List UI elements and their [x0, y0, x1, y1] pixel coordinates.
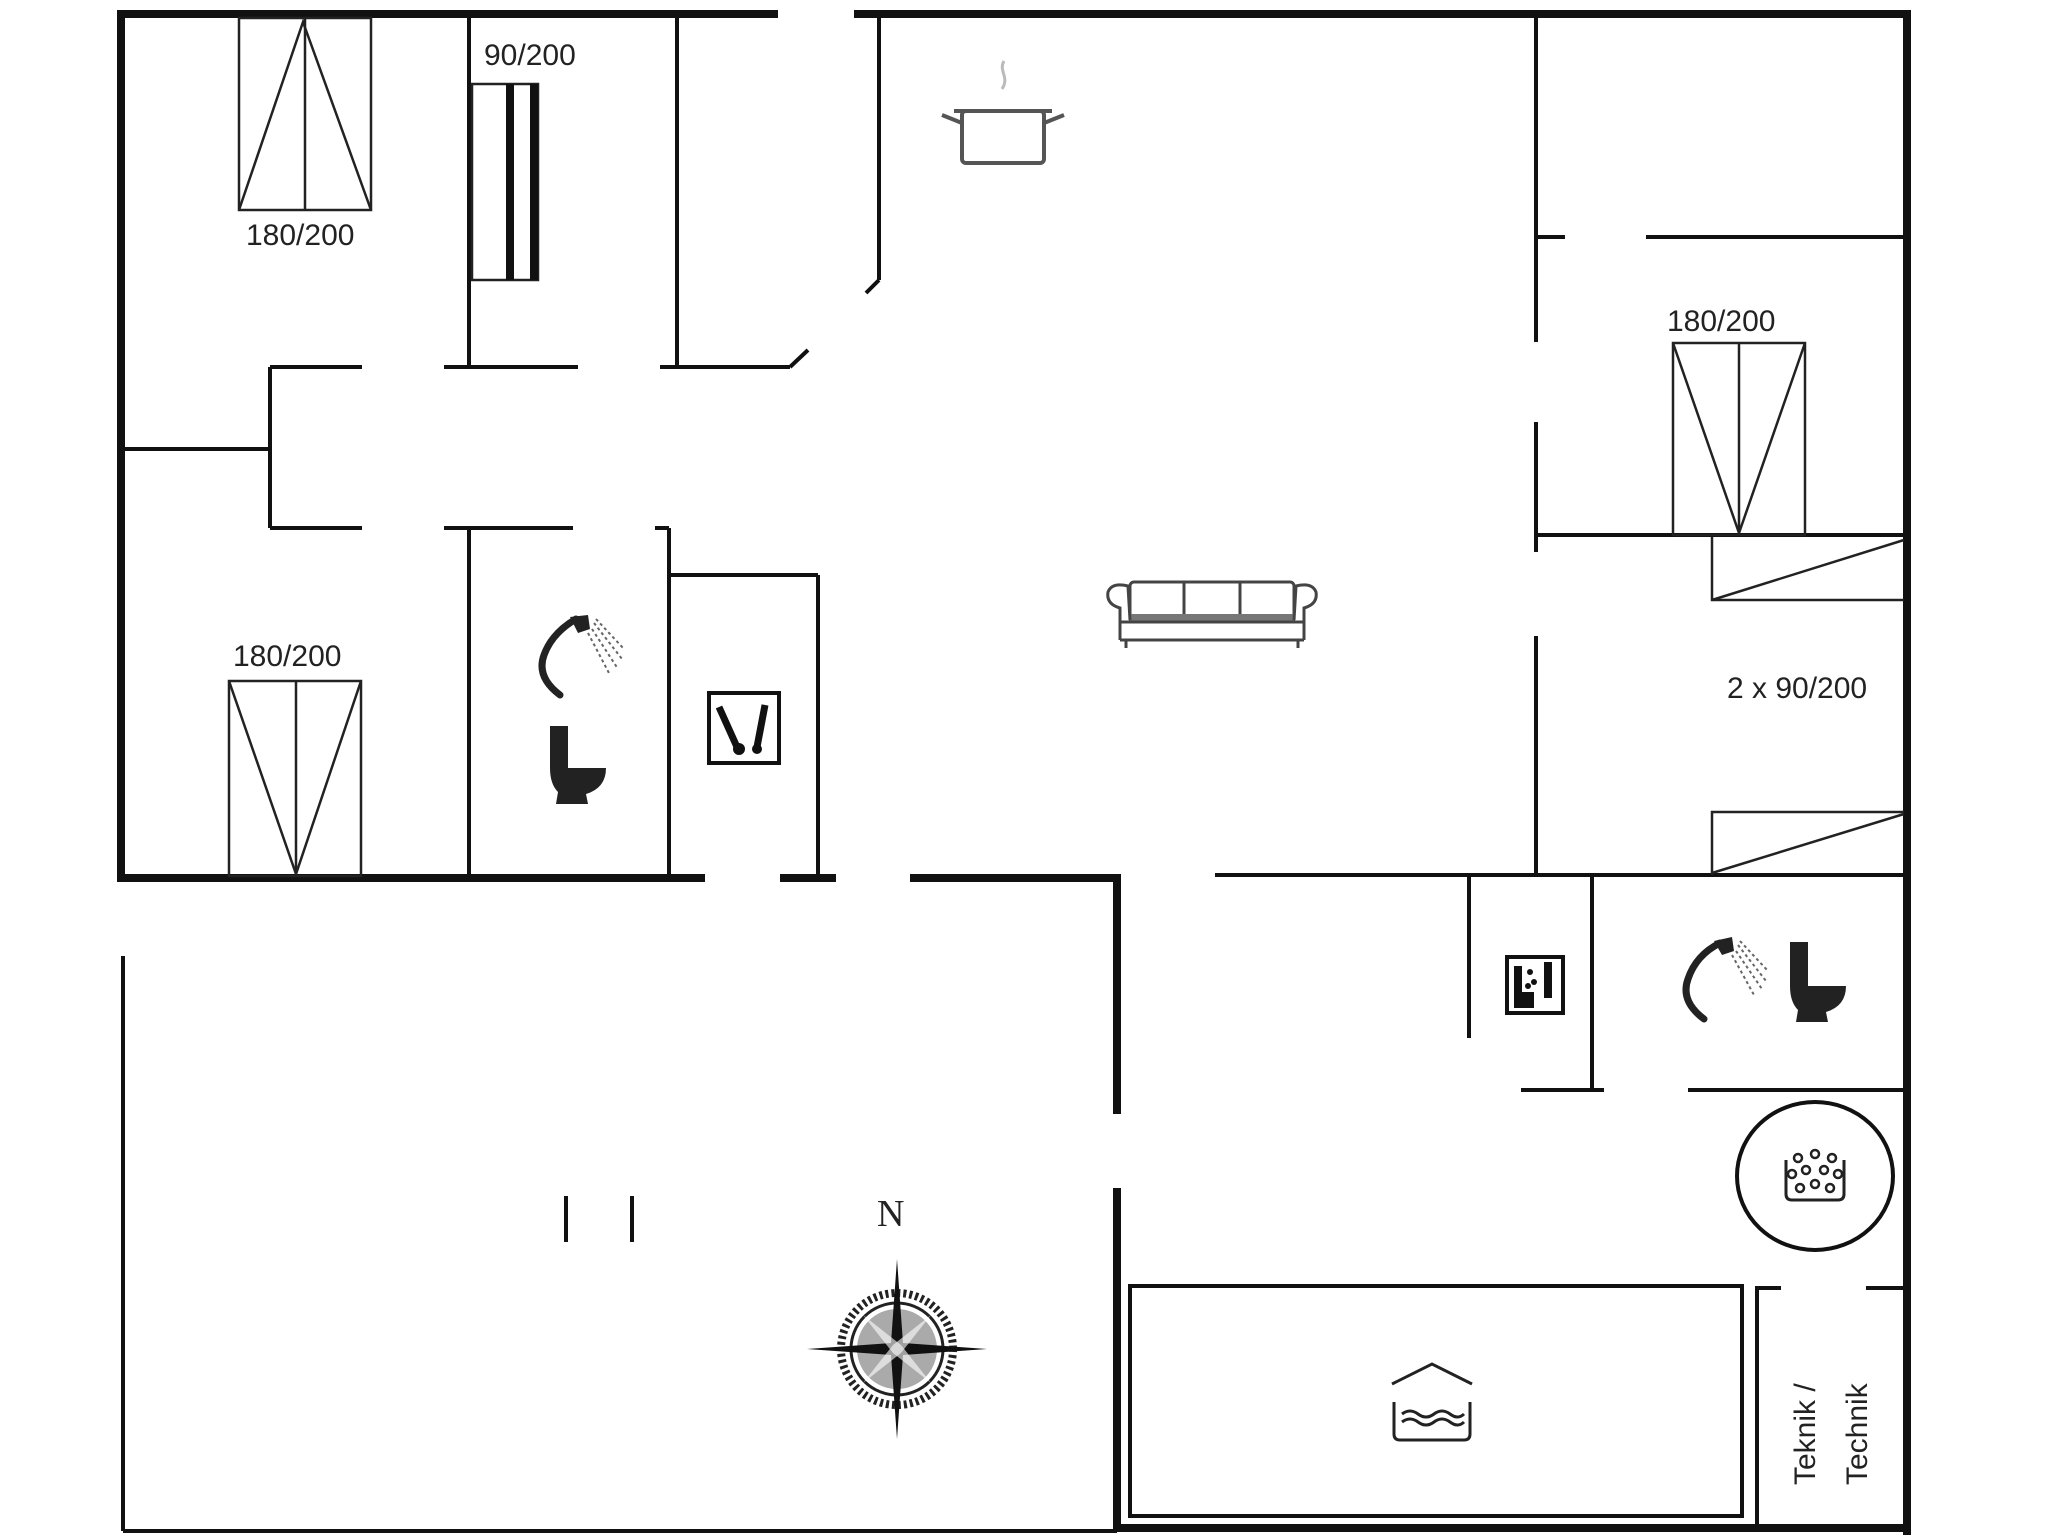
shower-icon [538, 615, 625, 699]
north-label: N [877, 1193, 904, 1235]
bed-right [1671, 341, 1807, 537]
washing-machine-icon [707, 691, 781, 765]
bed-single-top [470, 82, 540, 282]
bed-right-label: 180/200 [1667, 305, 1775, 338]
beds-twin-label: 2 x 90/200 [1727, 672, 1867, 705]
toilet-icon [550, 726, 606, 804]
beds-twin [1710, 537, 1905, 875]
laundry-icon [1505, 955, 1565, 1015]
tech-room-label-1: Teknik / [1789, 1383, 1822, 1485]
toilet-icon-2 [1790, 942, 1846, 1022]
bed-top-left-label: 180/200 [246, 219, 354, 252]
interior-walls [121, 14, 1907, 1528]
sofa-icon [1106, 580, 1318, 648]
bed-single-top-label: 90/200 [484, 39, 576, 72]
shower-icon-2 [1682, 937, 1769, 1023]
bed-bottom-left [227, 679, 363, 878]
compass-rose-icon [807, 1259, 987, 1439]
pool-icon [1391, 1362, 1473, 1442]
tech-room-label-2: Technik [1841, 1382, 1874, 1485]
outer-walls [117, 10, 1911, 1535]
cooking-pot-icon [941, 60, 1065, 165]
hot-tub-icon [1735, 1100, 1895, 1252]
bed-bottom-left-label: 180/200 [233, 640, 341, 673]
bed-top-left [237, 16, 373, 212]
